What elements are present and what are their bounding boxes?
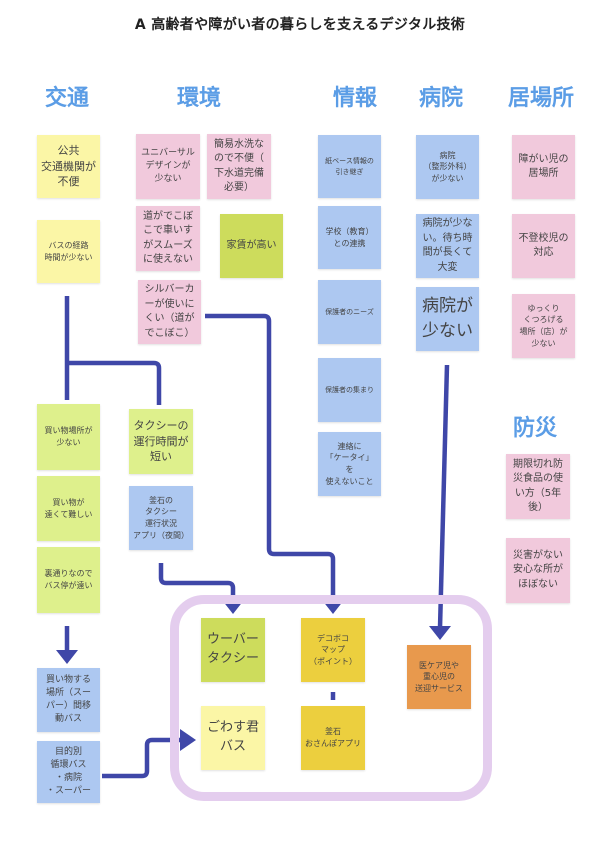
category-environment: 環境 [177,86,222,111]
note-env-universal-design[interactable]: ユニバーサル デザインが 少ない [136,134,200,199]
solution-uber-taxi[interactable]: ウーバー タクシー [201,618,265,682]
solution-care-transport[interactable]: 医ケア児や 重心児の 送迎サービス [407,645,471,709]
page-title: A 高齢者や障がい者の暮らしを支えるデジタル技術 [134,17,466,33]
note-env-silvercar[interactable]: シルバーカ ーが使いに くい（道が でこぼこ） [138,280,201,344]
note-transport-bus-route[interactable]: バスの経路 時間が少ない [37,220,100,283]
category-hospital: 病院 [419,86,464,111]
connector-silvercar-to-dekoboko [205,313,336,604]
arrow-head-shopping [56,650,78,664]
note-hospital-waiting[interactable]: 病院が少な い。待ち時 間が長くて 大変 [416,214,479,278]
note-env-toilet[interactable]: 簡易水洗な ので不便（ 下水道完備 必要） [207,134,271,199]
connector-taxiapp-to-uber [158,563,236,601]
solution-osanpo-app[interactable]: 釜石 おさんぽアプリ [301,706,365,770]
note-transport-circular-bus[interactable]: 目的別 循環バス ・病院 ・スーパー [37,741,100,803]
category-transport: 交通 [45,86,90,111]
note-info-paper-handover[interactable]: 紙ベース情報の 引き継ぎ [318,135,381,198]
note-disaster-safe-place[interactable]: 災害がない 安心な所が ほぼない [506,538,570,603]
note-transport-shopping-few[interactable]: 買い物場所が 少ない [37,404,100,470]
arrow-head-care [429,626,451,640]
connector-transport-to-taxi [67,360,162,405]
solution-gowasu-bus[interactable]: ごわす君 バス [201,706,265,770]
note-env-bumpy-road[interactable]: 道がでこぼ こで車いす がスムーズ に使えない [136,206,200,271]
note-env-rent[interactable]: 家賃が高い [220,214,283,278]
note-env-taxi-hours[interactable]: タクシーの 運行時間が 短い [129,409,193,474]
note-place-truancy[interactable]: 不登校児の 対応 [512,214,575,278]
connector-hospital-to-care [437,364,450,629]
category-disaster: 防災 [513,416,558,441]
note-hospital-ortho[interactable]: 病院 （整形外科） が少ない [416,135,479,199]
note-disaster-food[interactable]: 期限切れ防 災食品の使 い方（5年 後） [506,454,570,519]
category-information: 情報 [333,86,378,111]
note-hospital-few[interactable]: 病院が 少ない [416,287,479,351]
note-info-parent-needs[interactable]: 保護者のニーズ [318,280,381,344]
note-transport-shopping-far[interactable]: 買い物が 遠くて難しい [37,476,100,541]
note-transport-public[interactable]: 公共 交通機関が 不便 [37,135,100,198]
solution-dekoboko-map[interactable]: デコボコ マップ （ポイント） [301,618,365,682]
note-info-parent-gathering[interactable]: 保護者の集まり [318,358,381,422]
note-env-taxi-app[interactable]: 釜石の タクシー 運行状況 アプリ（夜間） [129,486,193,550]
note-info-mobile[interactable]: 連絡に 「ケータイ」を 使えないこと [318,432,381,496]
note-info-school[interactable]: 学校（教育） との連携 [318,206,381,269]
note-transport-bus-stop[interactable]: 裏通りなので バス停が遠い [37,547,100,613]
category-place: 居場所 [508,86,575,111]
solutions-frame [170,595,492,801]
note-transport-shopping-bus[interactable]: 買い物する 場所（スー パー）間移 動バス [37,668,100,732]
note-place-disabled-children[interactable]: 障がい児の 居場所 [512,135,575,199]
note-place-relax[interactable]: ゆっくり くつろげる 場所（店）が 少ない [512,294,575,358]
connector-gowasu-arrow [102,737,181,779]
arrow-head-gowasu [180,729,196,751]
